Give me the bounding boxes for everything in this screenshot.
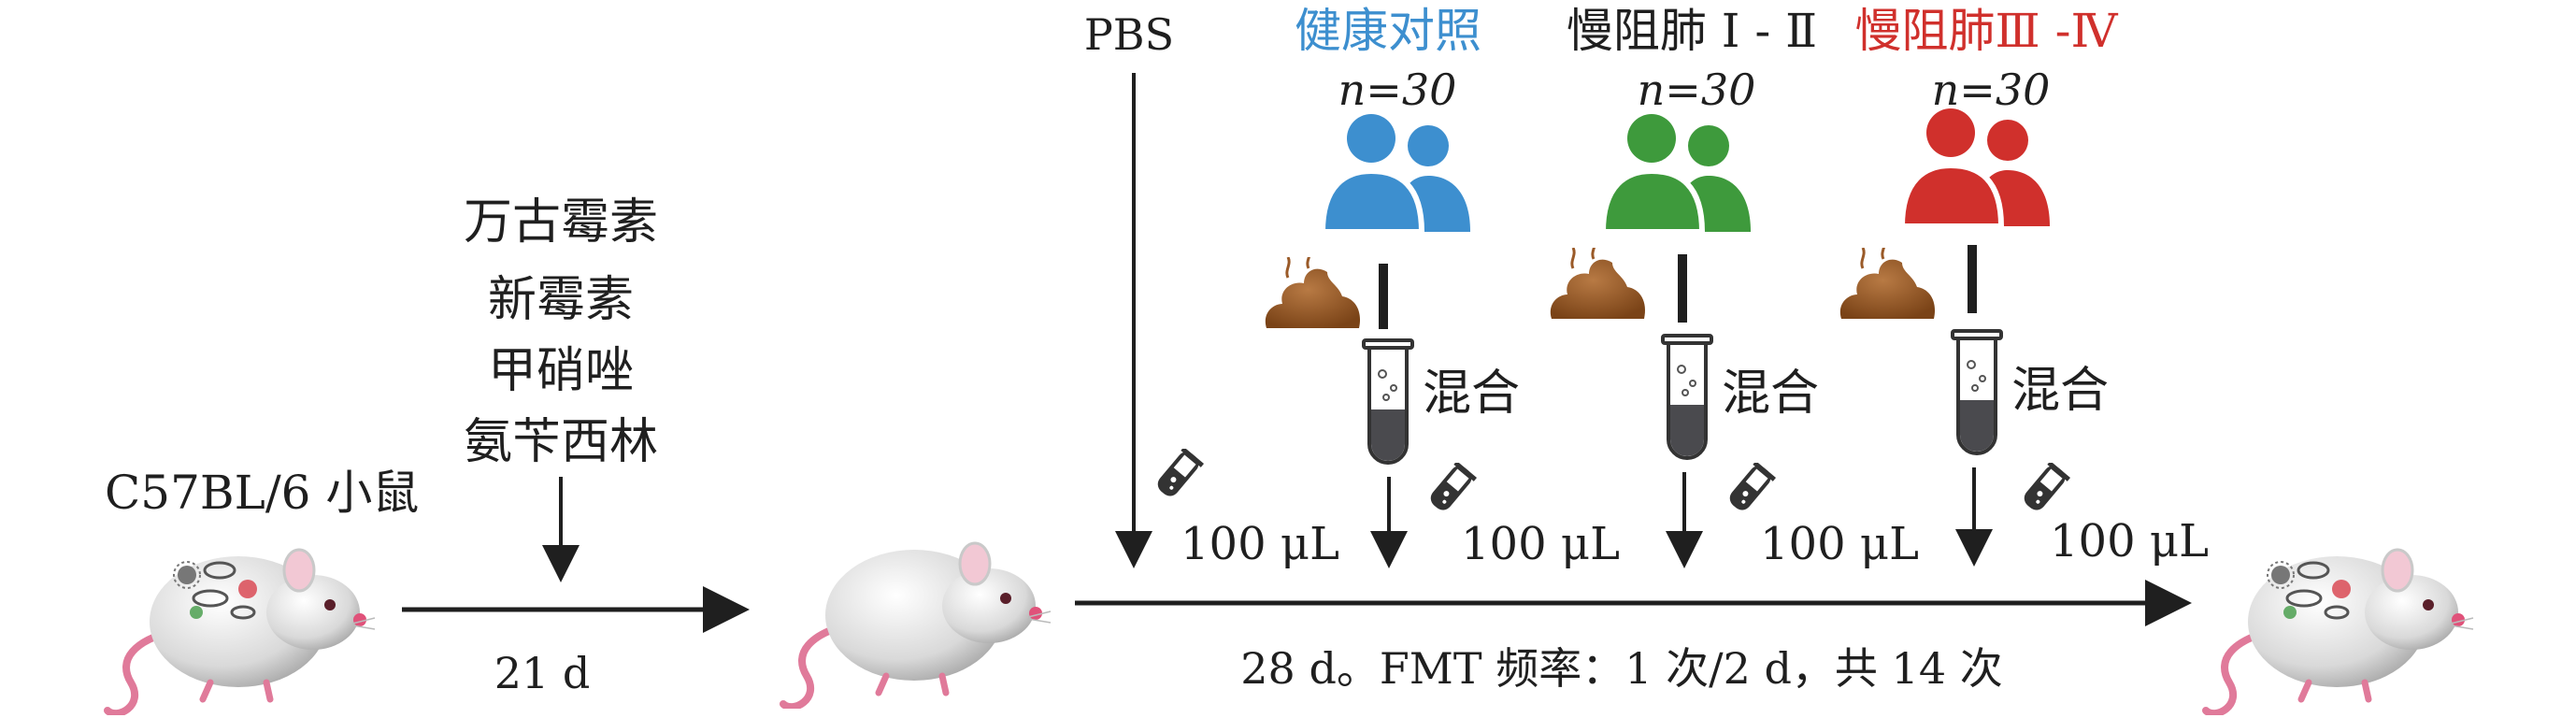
mix-copd12-label: 混合 <box>1722 366 1820 422</box>
dose-healthy-label: 100 μL <box>1461 518 1620 570</box>
group-copd34-n: n=30 <box>1931 65 2051 115</box>
step2-description-label: 28 d。FMT 频率：1 次/2 d，共 14 次 <box>1240 643 2003 694</box>
stool-healthy-icon <box>1264 257 1362 330</box>
group-copd12-n: n=30 <box>1637 65 1756 115</box>
dose-pbs-label: 100 μL <box>1181 518 1339 570</box>
people-copd34-icon <box>1902 108 2050 226</box>
antibiotic-3-label: 甲硝唑 <box>487 343 635 399</box>
antibiotic-1-label: 万古霉素 <box>463 194 659 251</box>
group-copd12-label: 慢阻肺 Ⅰ - Ⅱ <box>1566 4 1818 58</box>
mouse-strain-label: C57BL/6 小鼠 <box>105 466 420 520</box>
group-healthy-n: n=30 <box>1338 65 1457 115</box>
people-healthy-icon <box>1323 114 1470 232</box>
mix-healthy-label: 混合 <box>1423 366 1521 422</box>
small-tube-copd34-icon <box>2019 463 2070 515</box>
small-tube-pbs-icon <box>1152 449 1204 501</box>
group-copd34-label: 慢阻肺Ⅲ -Ⅳ <box>1854 4 2118 58</box>
tube-copd12-icon <box>1661 334 1713 460</box>
antibiotic-4-label: 氨苄西林 <box>463 414 659 470</box>
tube-healthy-icon <box>1362 338 1414 465</box>
mouse-depleted-icon <box>783 543 1051 707</box>
mouse-final-icon <box>2206 550 2473 713</box>
dose-copd34-label: 100 μL <box>2050 515 2209 567</box>
mix-copd34-label: 混合 <box>2011 363 2110 419</box>
stool-copd34-icon <box>1839 248 1937 321</box>
tube-copd34-icon <box>1951 329 2003 455</box>
antibiotic-2-label: 新霉素 <box>487 272 635 328</box>
small-tube-copd12-icon <box>1724 463 1776 515</box>
group-healthy-label: 健康对照 <box>1295 4 1481 58</box>
step1-duration-label: 21 d <box>494 648 591 698</box>
dose-copd12-label: 100 μL <box>1760 518 1919 570</box>
mouse-initial-icon <box>107 550 375 713</box>
pbs-label: PBS <box>1083 9 1175 60</box>
people-copd12-icon <box>1603 114 1751 232</box>
stool-copd12-icon <box>1549 248 1647 321</box>
small-tube-healthy-icon <box>1425 463 1477 515</box>
